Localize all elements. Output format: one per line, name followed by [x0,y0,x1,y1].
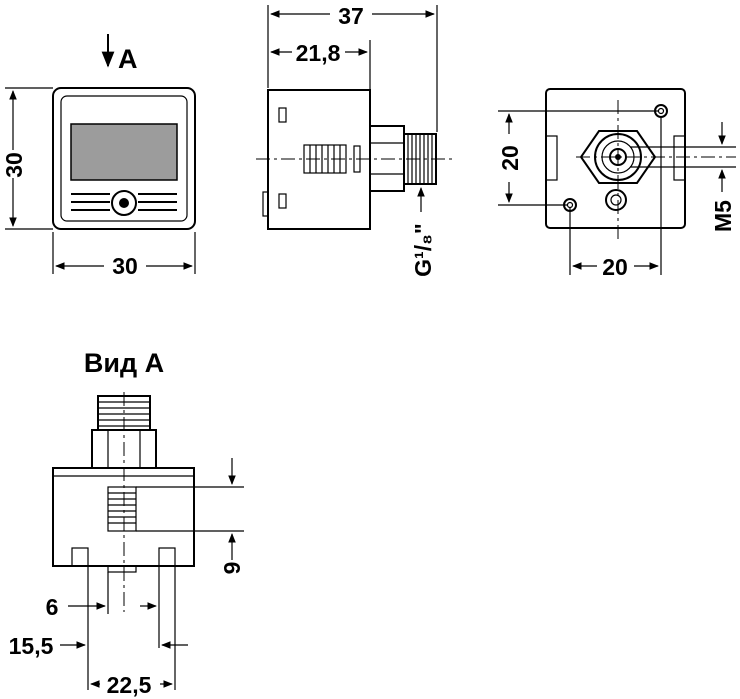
m5-port [605,189,627,211]
bottom-ribbed-insert [107,486,137,532]
side-body-length-dim: 21,8 [296,40,341,66]
bottom-slot-dim: 6 [46,594,59,620]
bottom-offset-dim: 15,5 [9,633,54,659]
push-button [71,190,177,216]
m5-port-label: M5 [710,200,736,232]
view-a-arrow: A [101,34,138,74]
front-housing-inner [60,95,188,222]
bottom-view-title: Вид A [84,348,164,378]
side-view: 37 21,8 G¹/₈" [256,3,452,277]
rear-view: 20 20 M5 [497,88,736,280]
rear-horizontal-dim: 20 [602,254,628,280]
bottom-depth-dim: 9 [219,562,245,575]
display-window [70,123,178,181]
front-width-dim: 30 [112,253,138,279]
side-total-length-dim: 37 [338,3,364,29]
view-arrow-label: A [118,44,138,74]
thread-label: G¹/₈" [410,223,436,277]
bottom-view: Вид A [9,348,245,698]
front-height-dim: 30 [1,152,27,178]
rear-vertical-dim: 20 [497,145,523,171]
bottom-pitch-dim: 22,5 [107,672,152,698]
front-view: A 30 30 [1,34,196,279]
